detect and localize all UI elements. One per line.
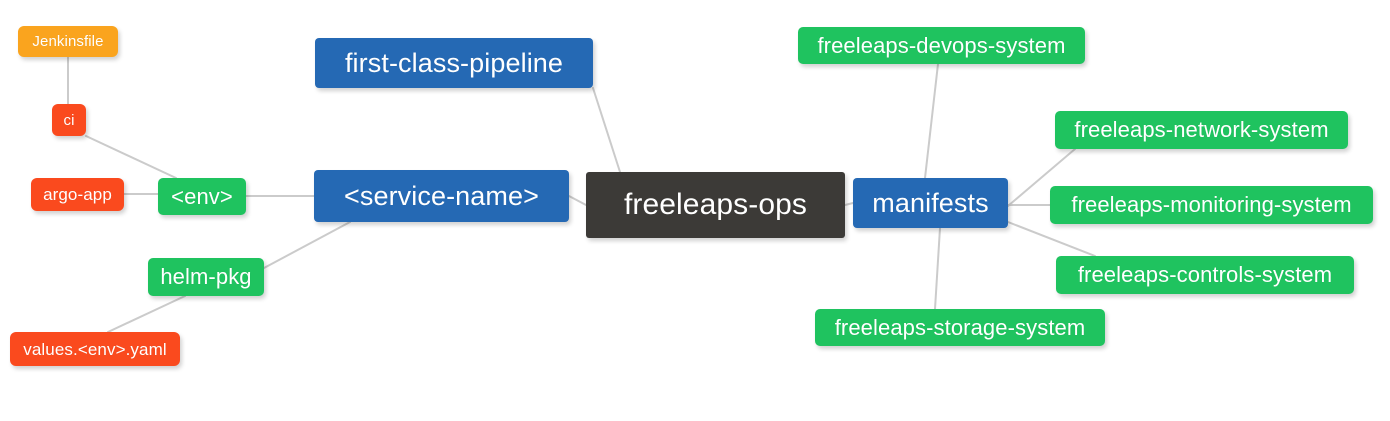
mindmap-node-freeleaps-controls-system[interactable]: freeleaps-controls-system bbox=[1056, 256, 1354, 294]
mindmap-node-service-name[interactable]: <service-name> bbox=[314, 170, 569, 222]
edge-freeleaps-ops-to-manifests bbox=[844, 202, 854, 206]
mindmap-node-argo-app[interactable]: argo-app bbox=[31, 178, 124, 211]
mindmap-node-freeleaps-devops-system[interactable]: freeleaps-devops-system bbox=[798, 27, 1085, 64]
mindmap-node-ci[interactable]: ci bbox=[52, 104, 86, 136]
edge-env-to-ci bbox=[85, 135, 177, 179]
edge-freeleaps-ops-to-service-name bbox=[568, 195, 587, 206]
mindmap-node-freeleaps-network-system[interactable]: freeleaps-network-system bbox=[1055, 111, 1348, 149]
edge-helm-pkg-to-values-env-yaml bbox=[107, 295, 186, 333]
edge-service-name-to-helm-pkg bbox=[263, 221, 351, 269]
edge-manifests-to-freeleaps-controls-system bbox=[1007, 221, 1096, 257]
mindmap-node-freeleaps-ops[interactable]: freeleaps-ops bbox=[586, 172, 845, 238]
mindmap-node-values-env-yaml[interactable]: values.<env>.yaml bbox=[10, 332, 180, 366]
mindmap-node-freeleaps-monitoring-system[interactable]: freeleaps-monitoring-system bbox=[1050, 186, 1373, 224]
mindmap-node-env[interactable]: <env> bbox=[158, 178, 246, 215]
edge-manifests-to-freeleaps-devops-system bbox=[924, 63, 939, 179]
mindmap-node-jenkinsfile[interactable]: Jenkinsfile bbox=[18, 26, 118, 57]
mindmap-node-manifests[interactable]: manifests bbox=[853, 178, 1008, 228]
edge-manifests-to-freeleaps-storage-system bbox=[934, 227, 941, 310]
mindmap-node-first-class-pipeline[interactable]: first-class-pipeline bbox=[315, 38, 593, 88]
mindmap-node-freeleaps-storage-system[interactable]: freeleaps-storage-system bbox=[815, 309, 1105, 346]
mindmap-node-helm-pkg[interactable]: helm-pkg bbox=[148, 258, 264, 296]
edge-freeleaps-ops-to-first-class-pipeline bbox=[592, 87, 621, 173]
